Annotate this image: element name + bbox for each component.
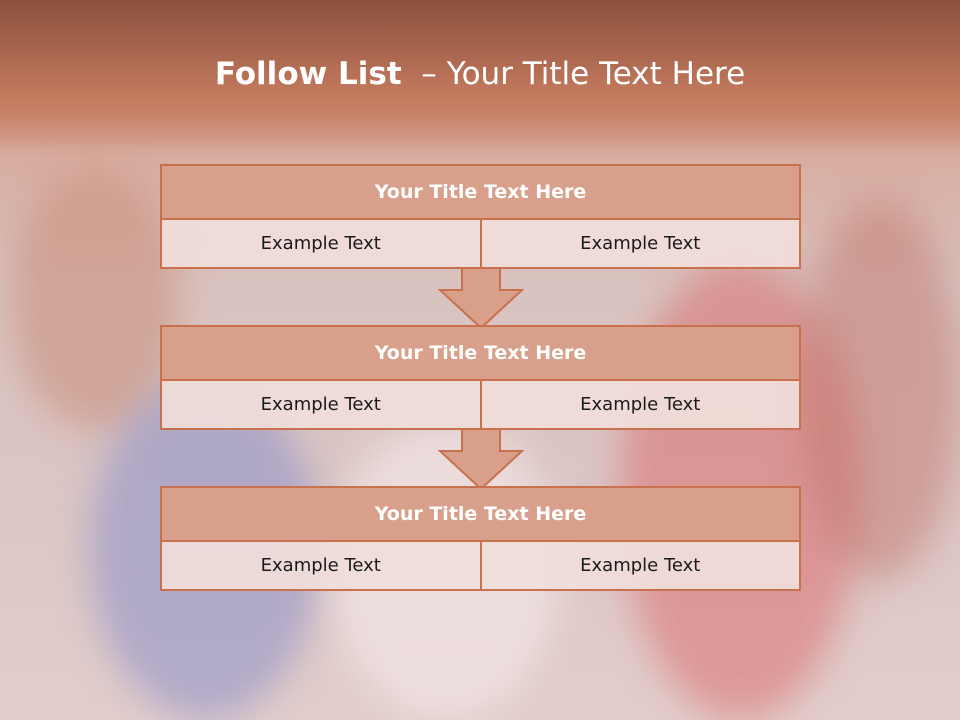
step-title-1: Your Title Text Here [160,164,801,220]
step-2-right-text: Example Text [481,381,801,430]
step-block-1: Your Title Text Here Example Text Exampl… [160,164,801,269]
step-title-2: Your Title Text Here [160,325,801,381]
slide-title-bold: Follow List [214,56,402,92]
background-photo-figure-right [800,200,960,580]
step-1-left-text: Example Text [160,220,482,269]
down-arrow-icon [438,268,524,330]
slide-title-rest: – Your Title Text Here [401,56,746,92]
step-3-right-text: Example Text [481,542,801,591]
step-row-2: Example Text Example Text [160,381,801,430]
step-1-right-text: Example Text [481,220,801,269]
step-block-2: Your Title Text Here Example Text Exampl… [160,325,801,430]
step-3-left-text: Example Text [160,542,482,591]
step-2-left-text: Example Text [160,381,482,430]
step-title-3: Your Title Text Here [160,486,801,542]
background-photo-figure-left [10,170,180,430]
step-row-3: Example Text Example Text [160,542,801,591]
down-arrow-icon [438,429,524,491]
step-row-1: Example Text Example Text [160,220,801,269]
title-band [0,0,960,150]
slide-title: Follow List – Your Title Text Here [0,54,960,94]
step-block-3: Your Title Text Here Example Text Exampl… [160,486,801,591]
